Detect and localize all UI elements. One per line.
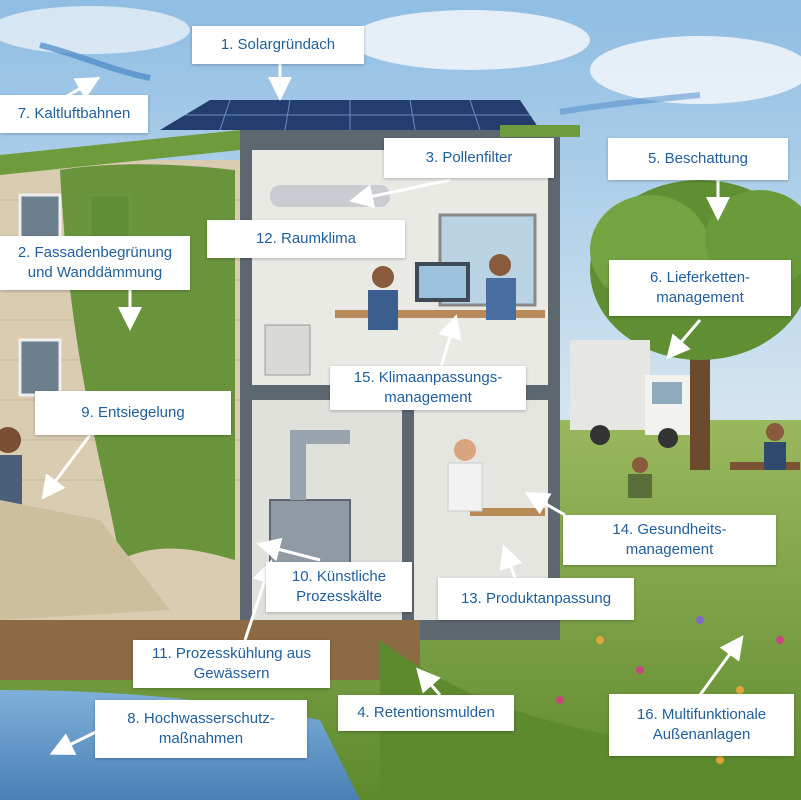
person-head: [372, 266, 394, 288]
person-body: [447, 462, 483, 512]
label-produktanpassung: 13. Produktanpassung: [438, 578, 634, 620]
person-body: [368, 290, 398, 330]
person-head: [632, 457, 648, 473]
air-purifier: [264, 324, 311, 376]
person-head: [489, 254, 511, 276]
truck-window: [652, 382, 682, 404]
label-raumklima: 12. Raumklima: [207, 220, 405, 258]
green-roof: [0, 130, 240, 175]
monitor-screen: [419, 266, 466, 298]
truck-wheel: [658, 428, 678, 448]
label-hochwasserschutz: 8. Hochwasserschutz-maßnahmen: [95, 700, 307, 758]
person-head: [0, 427, 21, 453]
wind-arrow-icon: [39, 42, 151, 81]
wind-arrow-icon: [559, 92, 701, 115]
person-head: [766, 423, 784, 441]
lab-table: [470, 508, 545, 516]
pipe: [290, 430, 306, 500]
label-entsiegelung: 9. Entsiegelung: [35, 391, 231, 435]
truck-box: [570, 340, 650, 430]
cloud: [0, 6, 190, 54]
desk: [335, 310, 545, 318]
label-retentionsmulden: 4. Retentionsmulden: [338, 695, 514, 731]
label-pollenfilter: 3. Pollenfilter: [384, 138, 554, 178]
pipe: [290, 430, 350, 444]
label-gesundheit: 14. Gesundheits-management: [563, 515, 776, 565]
person-body: [764, 442, 786, 470]
label-solargruendach: 1. Solargründach: [192, 26, 364, 64]
roof-green-strip: [500, 125, 580, 137]
label-beschattung: 5. Beschattung: [608, 138, 788, 180]
label-klimaanpassung: 15. Klimaanpassungs-management: [330, 366, 526, 410]
window: [18, 338, 62, 397]
label-kaltluftbahnen: 7. Kaltluftbahnen: [0, 95, 148, 133]
person-body: [628, 474, 652, 498]
cloud: [350, 10, 590, 70]
paving: [0, 500, 170, 620]
solar-grid: [185, 99, 530, 131]
retention-swale: [380, 640, 801, 800]
label-lieferketten: 6. Lieferketten-management: [609, 260, 791, 316]
person-body: [486, 278, 516, 320]
cloud: [590, 36, 801, 104]
person-head: [454, 439, 476, 461]
truck-wheel: [590, 425, 610, 445]
